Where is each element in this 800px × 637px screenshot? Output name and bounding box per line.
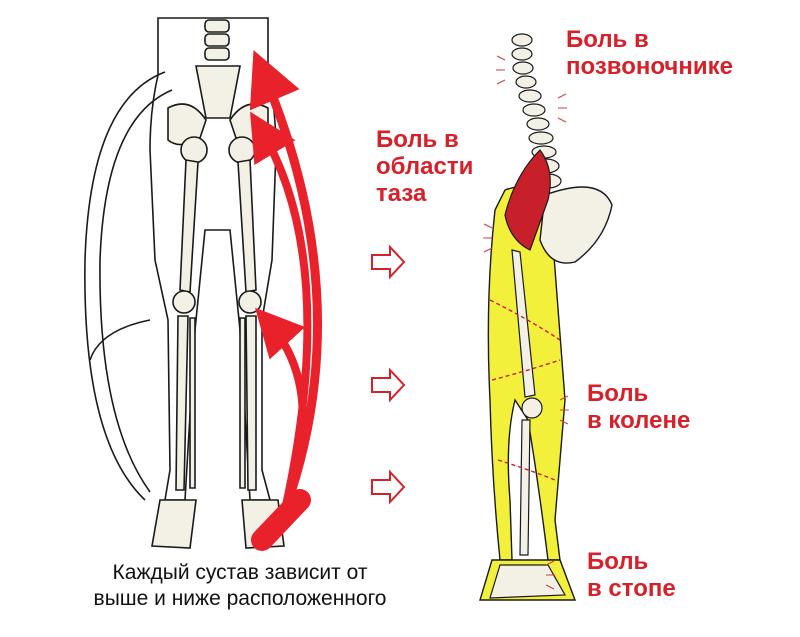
caption-line-2: выше и ниже расположенного xyxy=(93,587,387,610)
front-skeleton xyxy=(149,17,285,549)
dependency-arrows xyxy=(249,50,322,551)
label-pelvis-line-2: области xyxy=(376,153,474,180)
outline-loop xyxy=(84,71,173,501)
label-spine-pain: Боль в позвоночнике xyxy=(566,26,733,80)
label-pelvis-line-1: Боль в xyxy=(376,126,459,153)
side-skeleton xyxy=(479,33,613,601)
label-foot-pain: Боль в стопе xyxy=(587,548,676,602)
label-spine-line-2: позвоночнике xyxy=(566,53,733,80)
label-pelvis-line-3: таза xyxy=(376,180,427,207)
caption-line-1: Каждый сустав зависит от xyxy=(112,561,368,584)
label-foot-line-1: Боль xyxy=(587,548,649,575)
label-knee-pain: Боль в колене xyxy=(587,380,690,434)
diagram-caption: Каждый сустав зависит от выше и ниже рас… xyxy=(60,560,420,612)
label-foot-line-2: в стопе xyxy=(587,575,676,602)
outline-arrow-right-icon xyxy=(371,244,406,505)
label-spine-line-1: Боль в xyxy=(566,26,649,53)
label-knee-line-2: в колене xyxy=(587,407,691,434)
label-pelvis-pain: Боль в области таза xyxy=(376,126,473,207)
label-knee-line-1: Боль xyxy=(587,380,649,407)
